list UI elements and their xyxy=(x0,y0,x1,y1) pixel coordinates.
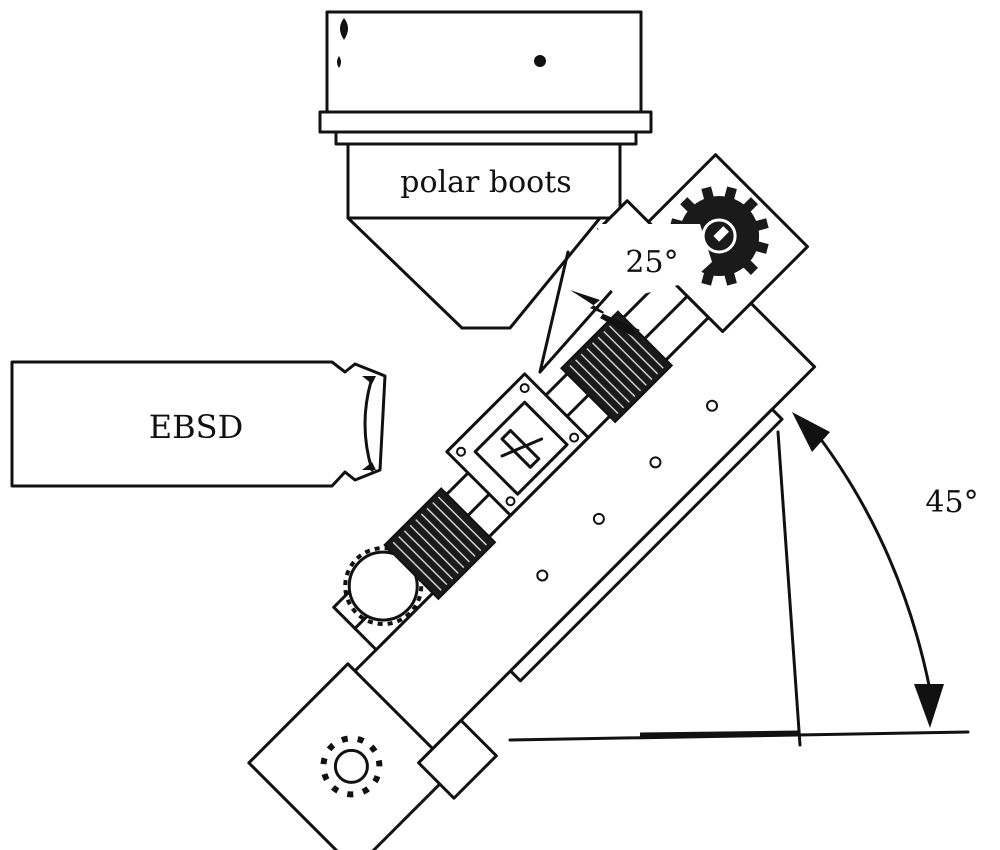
angle-arc xyxy=(808,423,932,692)
tilt-arrow xyxy=(570,290,640,336)
tilt-angle-indicator: 25° xyxy=(538,224,712,374)
arc-arrowhead-bottom xyxy=(914,684,944,728)
lower-bellows xyxy=(383,487,497,601)
polar-boots-assembly: polar boots xyxy=(318,10,653,330)
tilt-angle-label: 25° xyxy=(625,245,678,280)
stage-base-plate xyxy=(509,407,784,683)
tilt-stage xyxy=(247,153,817,850)
housing-screw xyxy=(534,55,546,67)
ebsd-detector: EBSD xyxy=(10,360,387,488)
lower-bracket xyxy=(417,718,498,800)
lens-housing xyxy=(325,10,643,114)
ebsd-body xyxy=(10,360,387,488)
housing-mark xyxy=(337,18,348,68)
arc-arrowhead-top xyxy=(792,412,830,452)
lens-collar xyxy=(334,130,638,146)
stage-angle-label: 45° xyxy=(925,485,978,520)
reference-line-thick xyxy=(639,730,801,738)
polar-boots-label: polar boots xyxy=(400,165,571,200)
lens-flange xyxy=(318,110,653,134)
vertical-reference-line xyxy=(776,430,802,747)
upper-bellows xyxy=(560,310,674,424)
polar-boots-cone xyxy=(346,216,602,330)
ebsd-screen xyxy=(363,376,374,472)
body-screws xyxy=(536,399,719,582)
stage-angle-indicator: 45° xyxy=(508,412,979,747)
tilt-label-bg xyxy=(598,224,712,300)
sample-holder xyxy=(445,372,590,517)
ebsd-label: EBSD xyxy=(149,408,243,446)
lower-knob-icon xyxy=(320,735,383,798)
beam-line xyxy=(538,250,570,374)
